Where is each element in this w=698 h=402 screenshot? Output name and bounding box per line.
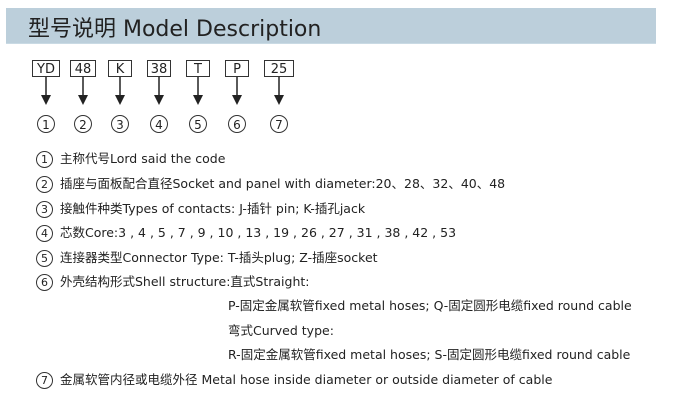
code-part-box: 25 <box>264 60 294 77</box>
code-part-number: 6 <box>228 115 246 133</box>
description-line: 主称代号Lord said the code <box>60 151 226 166</box>
description-line: P-固定金属软管fixed metal hoses; Q-固定圆形电缆fixed… <box>228 298 632 313</box>
page-title: 型号说明 Model Description <box>28 17 322 42</box>
item-number-circle: 7 <box>36 372 53 389</box>
item-number-circle: 6 <box>36 274 53 291</box>
description-line: 外壳结构形式Shell structure:直式Straight: <box>60 274 310 289</box>
item-number-circle: 2 <box>36 176 53 193</box>
code-part-number: 3 <box>111 115 129 133</box>
code-part-number: 4 <box>150 115 168 133</box>
code-part-number: 7 <box>270 115 288 133</box>
description-line: 连接器类型Connector Type: T-插头plug; Z-插座socke… <box>60 250 378 265</box>
code-part-number: 5 <box>189 115 207 133</box>
code-part-box: K <box>108 60 132 77</box>
arrow-down-icon <box>274 77 284 105</box>
description-line: 接触件种类Types of contacts: J-插针 pin; K-插孔ja… <box>60 201 366 216</box>
description-line: 金属软管内径或电缆外径 Metal hose inside diameter o… <box>60 372 553 387</box>
description-line: 插座与面板配合直径Socket and panel with diameter:… <box>60 176 506 191</box>
item-number-circle: 1 <box>36 151 53 168</box>
title-bar: 型号说明 Model Description <box>6 8 656 44</box>
item-number-circle: 4 <box>36 225 53 242</box>
code-part-number: 1 <box>37 115 55 133</box>
code-part-box: T <box>186 60 210 77</box>
code-part-box: YD <box>32 60 60 77</box>
arrow-down-icon <box>193 77 203 105</box>
code-part-box: 48 <box>70 60 96 77</box>
item-number-circle: 3 <box>36 201 53 218</box>
arrow-down-icon <box>232 77 242 105</box>
arrow-down-icon <box>154 77 164 105</box>
arrow-down-icon <box>78 77 88 105</box>
arrow-down-icon <box>115 77 125 105</box>
item-number-circle: 5 <box>36 250 53 267</box>
code-part-box: 38 <box>147 60 171 77</box>
arrow-down-icon <box>41 77 51 105</box>
description-line: R-固定金属软管fixed metal hoses; S-固定圆形电缆fixed… <box>228 347 631 362</box>
description-line: 芯数Core:3 , 4 , 5 , 7 , 9 , 10 , 13 , 19 … <box>60 225 457 240</box>
code-part-box: P <box>225 60 249 77</box>
code-part-number: 2 <box>74 115 92 133</box>
description-line: 弯式Curved type: <box>228 323 334 338</box>
